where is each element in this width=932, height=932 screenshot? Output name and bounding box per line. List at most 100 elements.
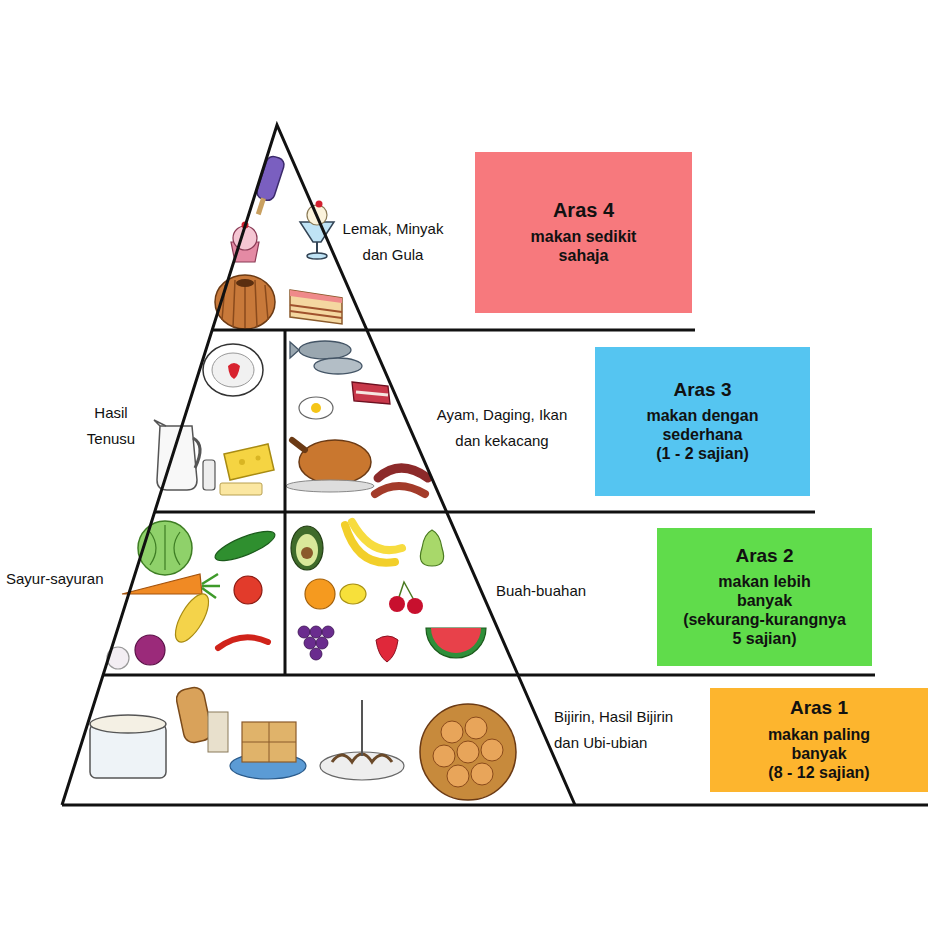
fish-tail (290, 342, 299, 358)
orange (305, 579, 335, 609)
roast-chicken (299, 440, 371, 484)
tier-line (103, 674, 875, 677)
meat (352, 382, 390, 404)
cheese-hole (256, 456, 261, 461)
bun (457, 741, 479, 763)
ice-pop-stick (256, 197, 266, 215)
avocado (291, 526, 323, 570)
banana (352, 522, 402, 550)
fish (314, 358, 362, 374)
grapes (298, 626, 334, 660)
grape (322, 626, 334, 638)
cake-icing (290, 290, 342, 303)
bundt-cake-hole (236, 279, 254, 287)
bun (481, 739, 503, 761)
lemon (340, 584, 366, 604)
salt-shaker (203, 460, 215, 490)
grains-group (90, 686, 516, 800)
cracker-lines (242, 722, 296, 762)
bun (471, 763, 493, 785)
bundt-cake (215, 275, 275, 329)
watermelon-flesh (431, 628, 481, 653)
grape (298, 626, 310, 638)
pyramid-outline (62, 125, 928, 805)
butter (220, 483, 262, 495)
serving-advice: makan sedikit sahaja (509, 228, 659, 266)
level-box: Aras 1 makan paling banyak(8 - 12 sajian) (710, 688, 928, 792)
level-title: Aras 1 (790, 697, 848, 719)
fruits-group (291, 522, 486, 662)
pear (420, 530, 443, 566)
beetroot (135, 635, 165, 665)
chili (218, 637, 268, 648)
cheese-hole (239, 459, 245, 465)
serving-count: (sekurang-kurangnya 5 sajian) (680, 611, 850, 649)
grape (316, 637, 328, 649)
food-group-label: Bijirin, Hasil Bijirin dan Ubi-ubian (554, 704, 689, 756)
fish (299, 341, 351, 359)
bread-bag (208, 712, 228, 752)
serving-count: (1 - 2 sajian) (656, 445, 748, 464)
level-title: Aras 2 (735, 545, 793, 567)
cabbage (138, 521, 192, 575)
grape (310, 626, 322, 638)
level-title: Aras 4 (553, 199, 614, 223)
avocado-seed (301, 547, 313, 559)
plate (203, 344, 263, 396)
bundt-cake-ridges (222, 279, 268, 329)
noodle-plate (320, 752, 404, 780)
cherry (407, 598, 423, 614)
food-group-label: Hasil Tenusu (80, 400, 142, 452)
serving-advice: makan dengan sederhana (633, 407, 773, 445)
level-box: Aras 4 makan sedikit sahaja (475, 152, 692, 313)
cabbage-veins (150, 525, 180, 570)
sausage (375, 486, 425, 494)
egg-yolk (311, 403, 321, 413)
jug-spout (154, 420, 166, 426)
cherry (389, 596, 405, 612)
bun (447, 765, 469, 787)
cake-layers (290, 305, 342, 318)
egg (299, 397, 333, 419)
basket (420, 704, 516, 800)
milk-jug (157, 426, 197, 490)
sausage (378, 468, 428, 478)
tier-divider (284, 330, 287, 675)
serving-count: (8 - 12 sajian) (768, 764, 869, 783)
grape (304, 637, 316, 649)
strawberry (228, 363, 240, 379)
dairy-group (154, 344, 274, 495)
watermelon (426, 628, 486, 658)
fork (361, 700, 363, 756)
avocado-flesh (296, 534, 318, 566)
food-group-label: Sayur-sayuran (6, 566, 116, 592)
rice (90, 715, 166, 733)
level-box: Aras 2 makan lebih banyak(sekurang-kurang… (657, 528, 872, 666)
crackers (242, 722, 296, 762)
vegetables-group (107, 521, 278, 669)
strawberry (376, 636, 398, 662)
serving-advice: makan paling banyak (754, 726, 884, 764)
ice-pop (250, 155, 286, 218)
food-group-label: Ayam, Daging, Ikan dan kekacang (428, 402, 576, 454)
buns (433, 717, 503, 787)
bun (441, 721, 463, 743)
jug-handle (193, 438, 200, 468)
sundae-stem (316, 242, 318, 254)
cherry (316, 201, 323, 208)
tier-line (155, 511, 815, 514)
tomato (234, 576, 262, 604)
food-group-label: Buah-buahan (496, 578, 596, 604)
sundae-base (307, 253, 327, 259)
tier-line (62, 804, 928, 807)
cheese (224, 444, 274, 480)
drumstick (292, 440, 305, 450)
grape (310, 648, 322, 660)
plate-inner (212, 353, 254, 387)
serving-advice: makan lebih banyak (702, 573, 827, 611)
cake-slice (290, 290, 342, 324)
level-box: Aras 3makan dengan sederhana(1 - 2 sajia… (595, 347, 810, 496)
bun (433, 745, 455, 767)
